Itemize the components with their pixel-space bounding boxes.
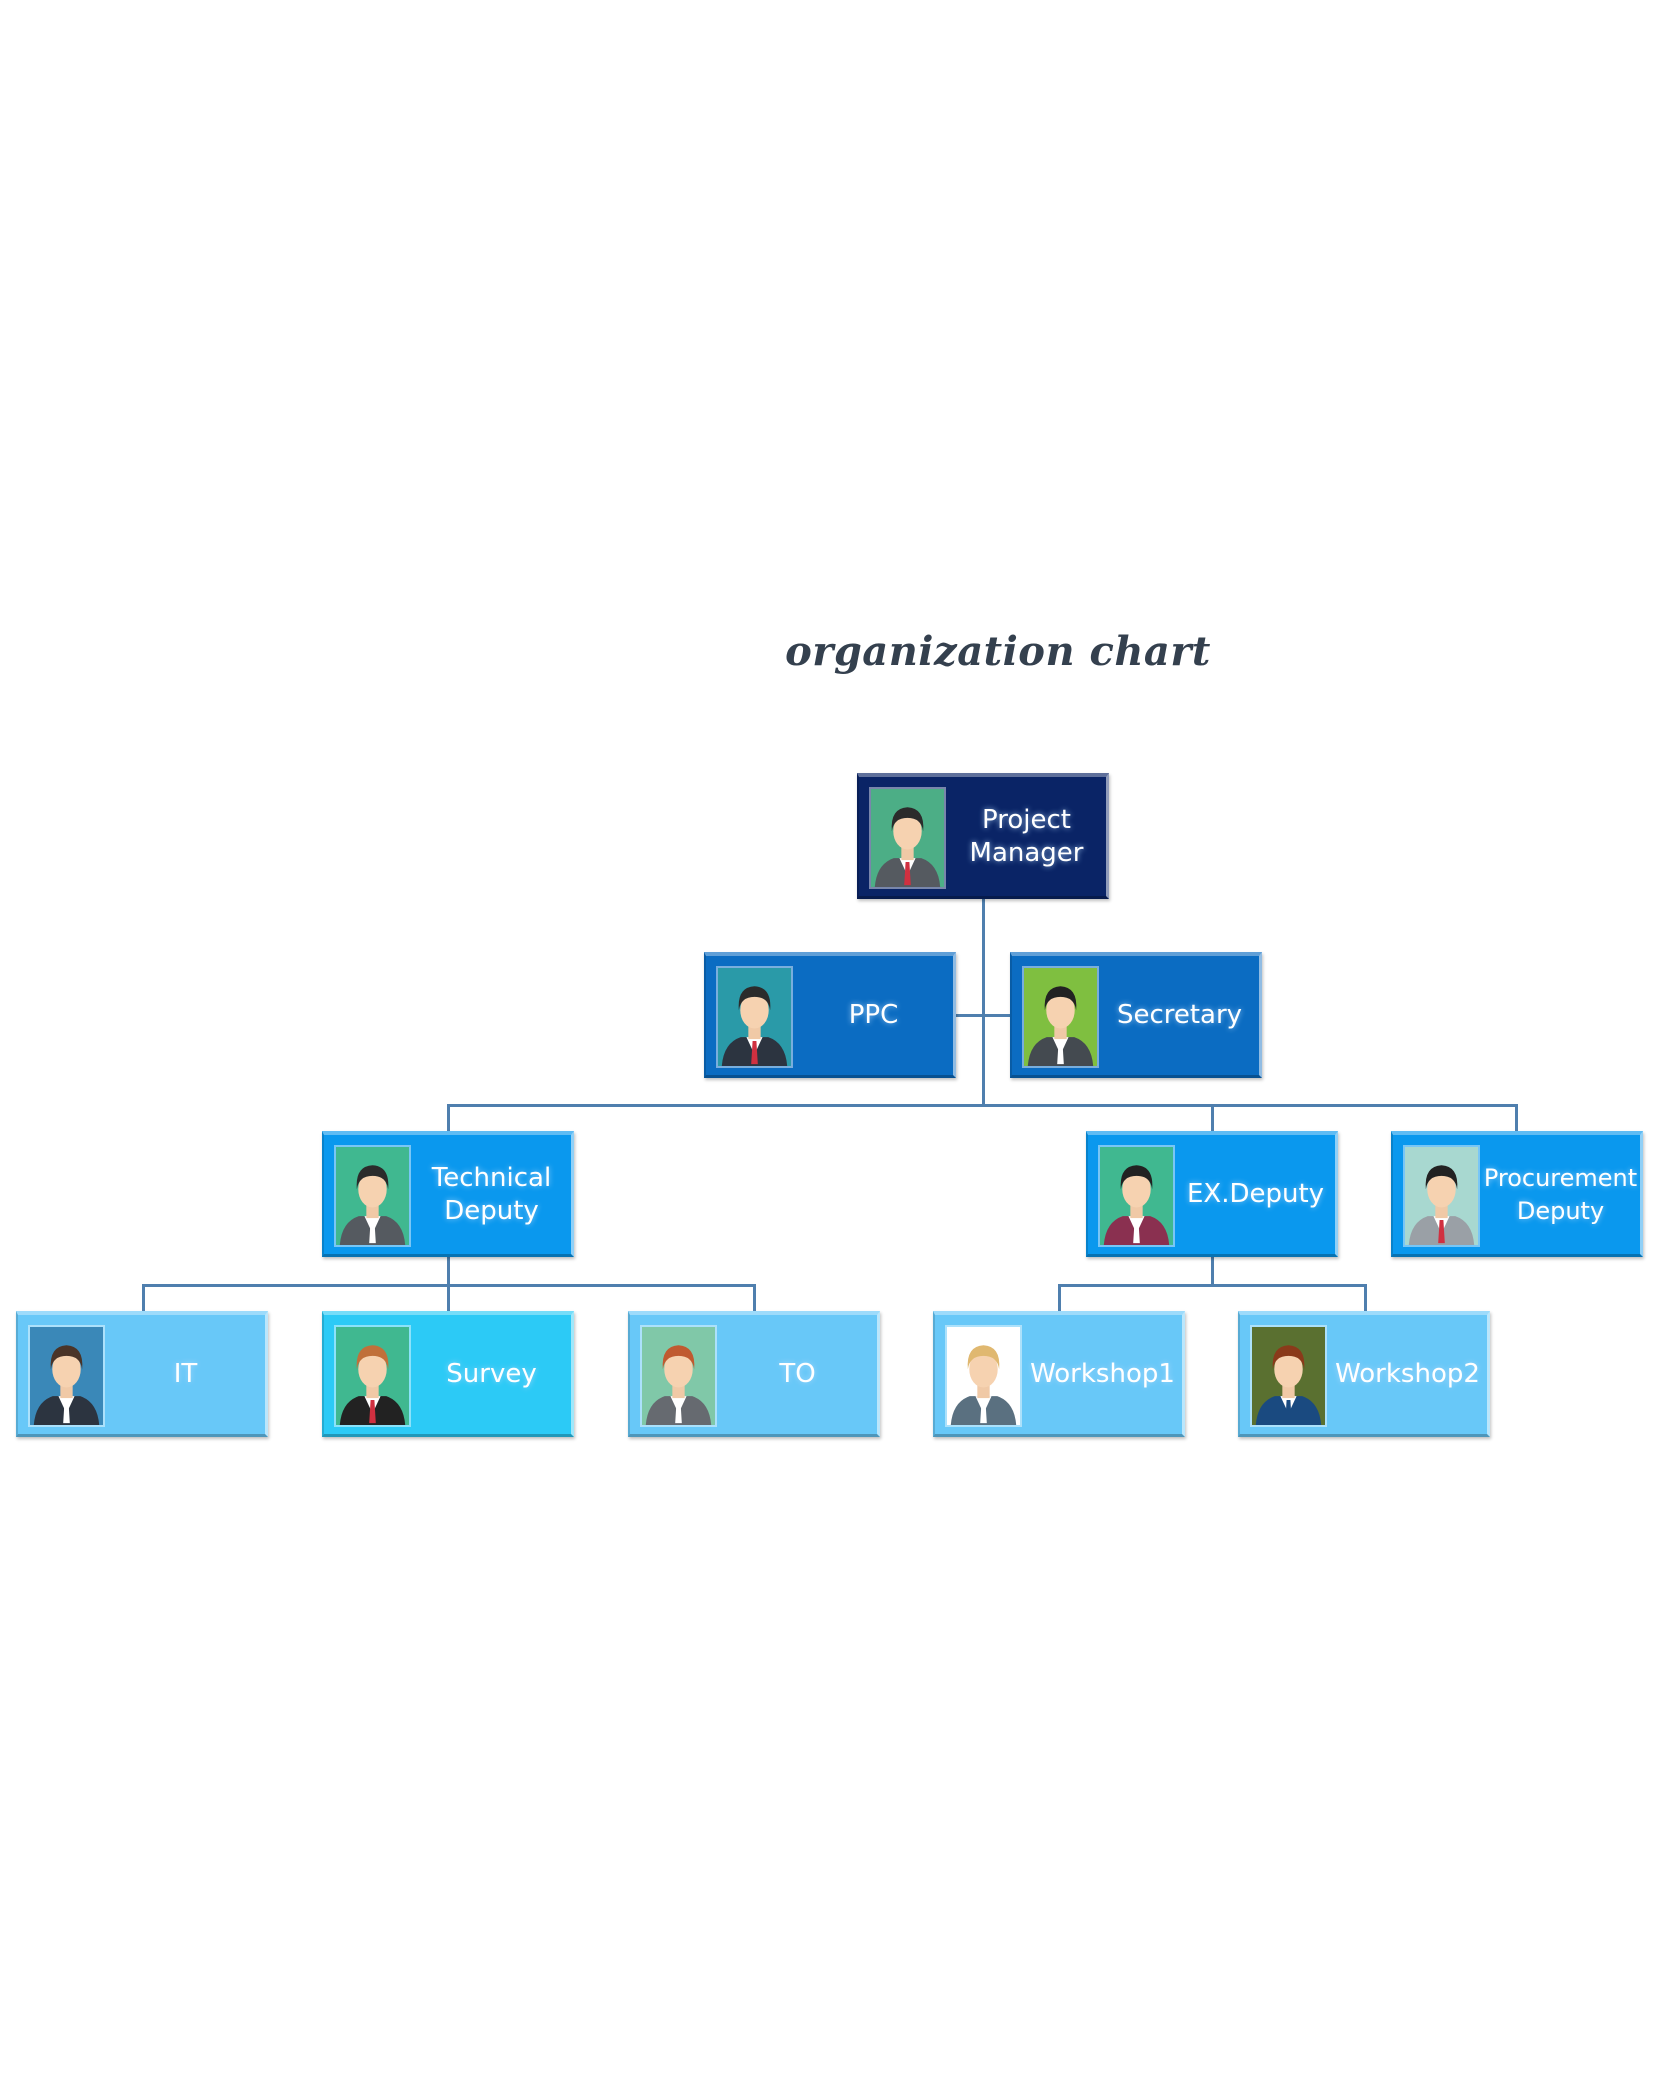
node-label: Survey bbox=[446, 1359, 537, 1389]
node-technical-deputy[interactable]: Technical Deputy bbox=[322, 1131, 574, 1257]
node-label: TO bbox=[779, 1359, 816, 1389]
node-ex-deputy[interactable]: EX.Deputy bbox=[1086, 1131, 1338, 1257]
person-avatar-icon bbox=[28, 1325, 105, 1427]
connector bbox=[753, 1284, 756, 1312]
person-avatar-icon bbox=[1250, 1325, 1327, 1427]
connector bbox=[956, 1014, 1010, 1017]
person-avatar-icon bbox=[334, 1145, 411, 1247]
person-avatar-icon bbox=[945, 1325, 1022, 1427]
node-secretary[interactable]: Secretary bbox=[1010, 952, 1262, 1078]
node-to[interactable]: TO bbox=[628, 1311, 880, 1437]
connector bbox=[982, 899, 985, 1106]
node-survey[interactable]: Survey bbox=[322, 1311, 574, 1437]
node-label: Secretary bbox=[1116, 1000, 1243, 1030]
connector bbox=[1211, 1257, 1214, 1285]
person-avatar-icon bbox=[640, 1325, 717, 1427]
node-project-manager[interactable]: Project Manager bbox=[857, 773, 1109, 899]
person-avatar-icon bbox=[716, 966, 793, 1068]
node-label: Workshop1 bbox=[1030, 1359, 1175, 1389]
person-avatar-icon bbox=[1403, 1145, 1480, 1247]
node-it[interactable]: IT bbox=[16, 1311, 268, 1437]
person-avatar-icon bbox=[1098, 1145, 1175, 1247]
node-label: PPC bbox=[848, 1000, 899, 1030]
person-avatar-icon bbox=[1022, 966, 1099, 1068]
node-label: EX.Deputy bbox=[1186, 1179, 1325, 1209]
node-workshop2[interactable]: Workshop2 bbox=[1238, 1311, 1490, 1437]
person-avatar-icon bbox=[334, 1325, 411, 1427]
connector bbox=[447, 1104, 450, 1132]
person-avatar-icon bbox=[869, 787, 946, 889]
node-ppc[interactable]: PPC bbox=[704, 952, 956, 1078]
node-label: Procurement Deputy bbox=[1483, 1163, 1638, 1225]
node-label: Project Manager bbox=[969, 804, 1084, 868]
connector bbox=[447, 1104, 1518, 1107]
connector bbox=[142, 1284, 145, 1312]
connector bbox=[1515, 1104, 1518, 1132]
connector bbox=[1364, 1284, 1367, 1312]
node-label: IT bbox=[173, 1359, 198, 1389]
connector bbox=[447, 1257, 450, 1285]
chart-title: organization chart bbox=[785, 628, 1211, 675]
node-label: Technical Deputy bbox=[431, 1162, 552, 1226]
connector bbox=[1211, 1104, 1214, 1132]
connector bbox=[1058, 1284, 1061, 1312]
node-label: Workshop2 bbox=[1335, 1359, 1480, 1389]
node-procurement-deputy[interactable]: Procurement Deputy bbox=[1391, 1131, 1643, 1257]
connector bbox=[1058, 1284, 1366, 1287]
connector bbox=[447, 1284, 450, 1312]
node-workshop1[interactable]: Workshop1 bbox=[933, 1311, 1185, 1437]
